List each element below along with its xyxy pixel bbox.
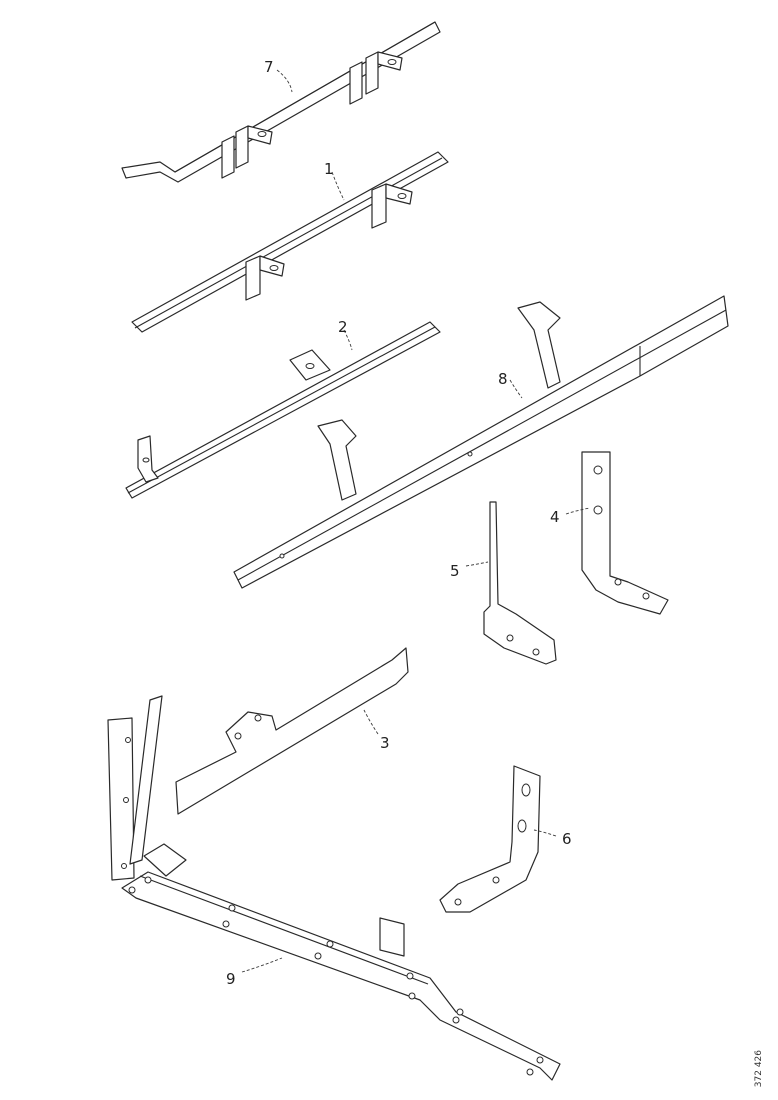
- part-5-bracket: [483, 501, 557, 665]
- callout-6: 6: [562, 830, 572, 848]
- callout-4: 4: [550, 508, 560, 526]
- part-6-bracket: [439, 765, 541, 913]
- callout-9: 9: [226, 970, 236, 988]
- part-1-rail: [131, 151, 449, 333]
- callout-5: 5: [450, 562, 460, 580]
- leader-lines: [241, 69, 591, 973]
- part-8-frame-rail: [233, 295, 729, 589]
- part-4-bracket: [581, 451, 669, 615]
- part-7-rail: [121, 21, 441, 183]
- callout-3: 3: [380, 734, 390, 752]
- part-3-plate: [175, 647, 409, 815]
- callout-1: 1: [324, 160, 334, 178]
- part-2-rail: [125, 321, 441, 499]
- callout-8: 8: [498, 370, 508, 388]
- part-9-frame-assembly: [107, 695, 561, 1081]
- callout-7: 7: [264, 58, 274, 76]
- callout-2: 2: [338, 318, 348, 336]
- drawing-reference-code: 372 426: [754, 1050, 764, 1088]
